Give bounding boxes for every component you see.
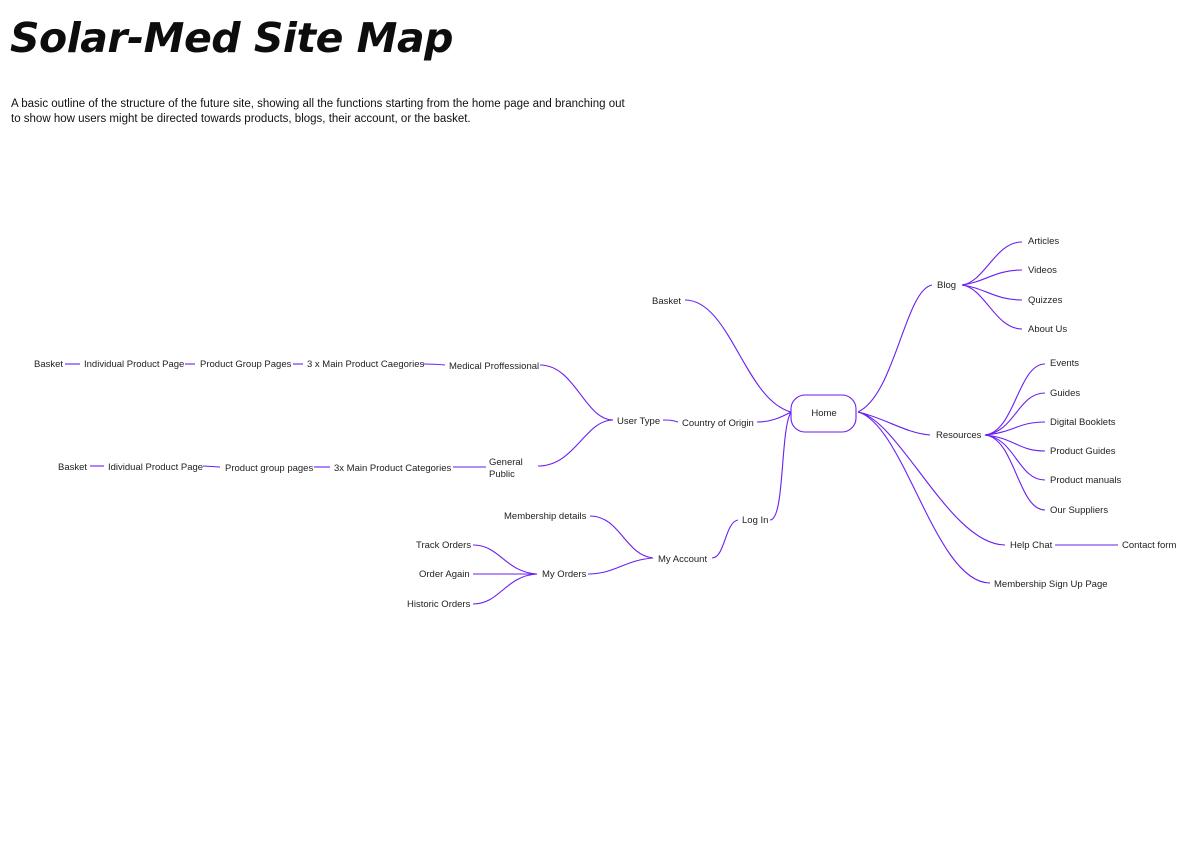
node-mp-basket: Basket [34,359,63,370]
edge-myaccount-membershipdetails [589,515,654,559]
node-general-public-line1: General [489,457,523,468]
edge-myorders-historic [472,573,538,605]
node-country-of-origin: Country of Origin [682,418,754,429]
edge-myaccount-myorders [587,557,654,575]
edge-country-usertype [662,419,679,423]
node-product-manuals: Product manuals [1050,475,1122,486]
node-labels: Home Blog Articles Videos Quizzes About … [34,236,1176,610]
edge-home-country [756,411,792,423]
edge-usertype-public [537,419,614,467]
node-medical-professional: Medical Proffessional [449,361,539,372]
node-general-public-line2: Public [489,469,515,480]
node-my-account: My Account [658,554,707,565]
edge-myorders-track [472,544,538,575]
node-log-in: Log In [742,515,768,526]
edge-home-login [769,411,792,521]
node-resources: Resources [936,430,982,441]
node-gp-group-pages: Product group pages [225,463,313,474]
node-blog: Blog [937,280,956,291]
edge-resources-booklets [984,421,1046,436]
edge-blog-articles [961,241,1023,286]
edge-login-myaccount [711,519,739,559]
edge-medical-categories [422,363,446,366]
node-articles: Articles [1028,236,1059,247]
node-membership-details: Membership details [504,511,587,522]
node-events: Events [1050,358,1079,369]
edge-blog-aboutus [961,284,1023,330]
node-digital-booklets: Digital Booklets [1050,417,1116,428]
edge-home-blog [857,284,933,413]
edge-resources-events [984,363,1046,436]
edge-resources-productguides [984,434,1046,452]
edge-home-helpchat [857,411,1006,546]
node-guides: Guides [1050,388,1080,399]
node-basket: Basket [652,296,681,307]
node-videos: Videos [1028,265,1057,276]
home-node-box [790,394,857,433]
node-track-orders: Track Orders [416,540,471,551]
edge-gp-grouppages-individual [202,465,221,468]
edge-usertype-medical [539,364,614,421]
node-gp-categories: 3x Main Product Categories [334,463,451,474]
edge-blog-quizzes [961,284,1023,301]
edge-blog-videos [961,269,1023,286]
node-my-orders: My Orders [542,569,587,580]
node-membership-signup: Membership Sign Up Page [994,579,1108,590]
edge-resources-guides [984,392,1046,436]
node-historic-orders: Historic Orders [407,599,471,610]
node-quizzes: Quizzes [1028,295,1063,306]
page-title: Solar-Med Site Map [10,14,453,62]
node-gp-individual: Idividual Product Page [108,462,203,473]
edge-home-resources [857,411,931,436]
node-gp-basket: Basket [58,462,87,473]
node-product-guides: Product Guides [1050,446,1116,457]
edge-home-basket [684,299,792,413]
node-home: Home [811,408,836,419]
node-mp-group-pages: Product Group Pages [200,359,292,370]
node-our-suppliers: Our Suppliers [1050,505,1108,516]
node-user-type: User Type [617,416,660,427]
node-mp-categories: 3 x Main Product Caegories [307,359,424,370]
edge-resources-suppliers [984,434,1046,511]
node-about-us: About Us [1028,324,1067,335]
connector-lines [65,241,1118,605]
node-help-chat: Help Chat [1010,540,1053,551]
page-description: A basic outline of the structure of the … [11,98,625,125]
edge-resources-manuals [984,434,1046,481]
edge-home-membership [857,411,991,584]
node-contact-form: Contact form [1122,540,1176,551]
node-order-again: Order Again [419,569,470,580]
node-mp-individual: Individual Product Page [84,359,184,370]
